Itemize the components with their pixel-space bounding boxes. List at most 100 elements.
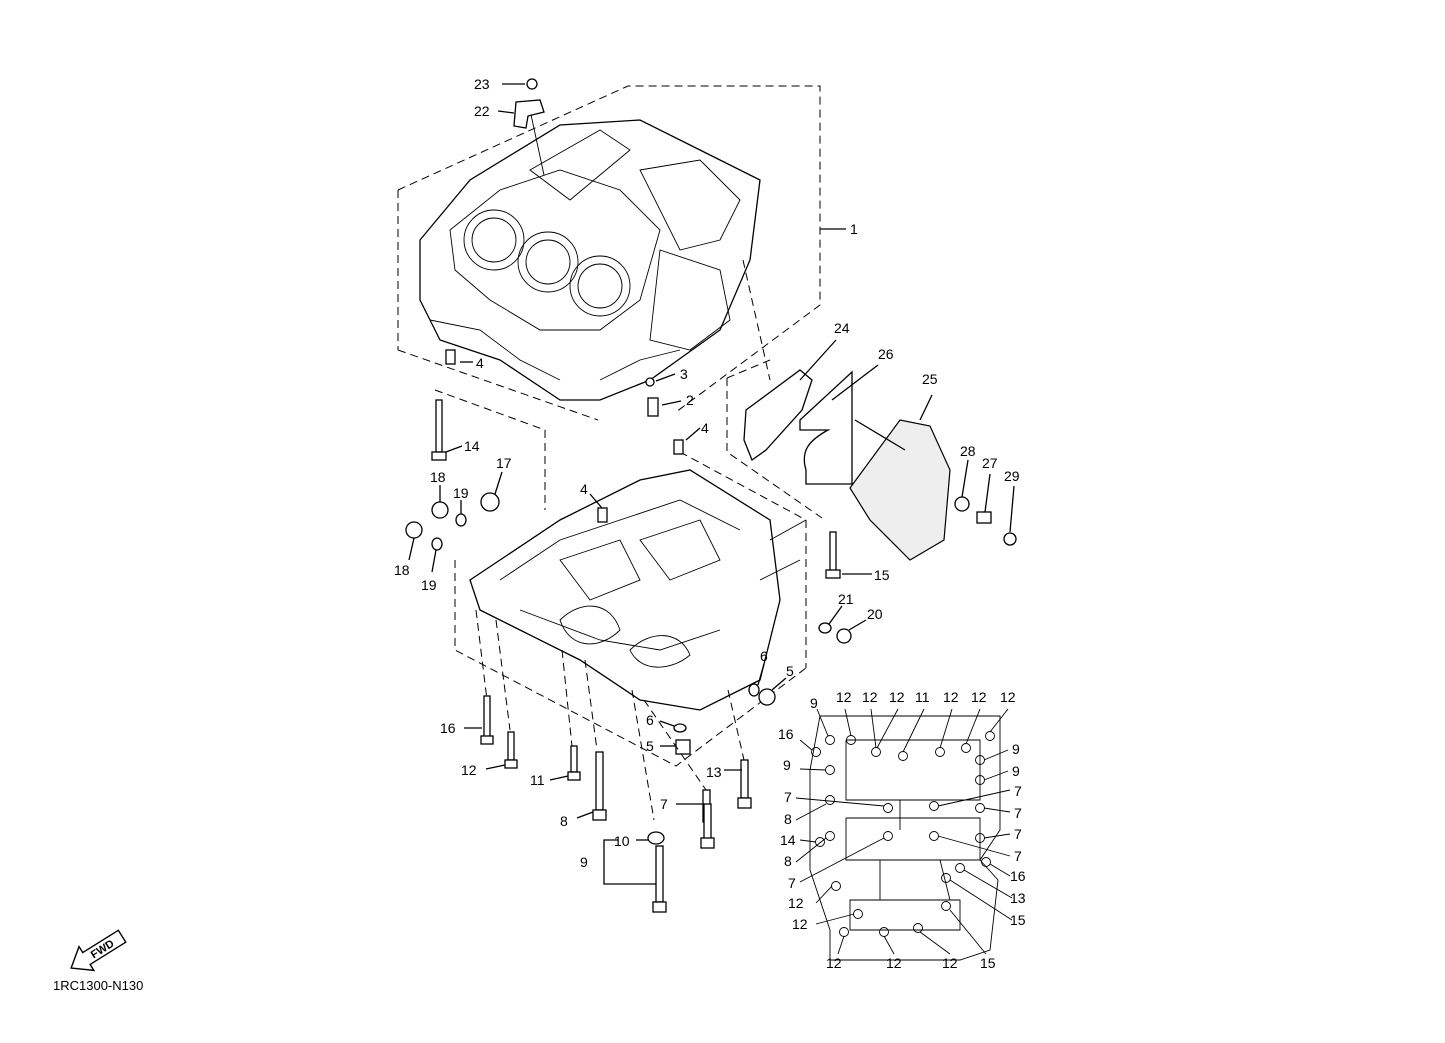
oring-19a	[455, 500, 467, 527]
inset-callout-12f: 12	[1000, 689, 1016, 705]
dowel-pin-4b	[673, 427, 701, 455]
inset-callout-16a: 16	[778, 726, 794, 742]
callout-11a: 11	[530, 772, 545, 788]
upper-crankcase	[397, 85, 846, 421]
seal-18b	[405, 521, 423, 561]
callout-19a: 19	[453, 485, 469, 501]
inset-callout-12d: 12	[943, 689, 959, 705]
oring-10-bolt-9	[603, 831, 667, 913]
inset-callout-12j: 12	[886, 955, 902, 971]
inset-callout-12b: 12	[862, 689, 878, 705]
bolt-23	[502, 78, 538, 90]
inset-callout-7e: 7	[1014, 848, 1022, 864]
callout-4c: 4	[580, 481, 588, 497]
inset-callout-7f: 7	[788, 875, 796, 891]
callout-29: 29	[1004, 468, 1020, 484]
bolt-16	[464, 609, 494, 745]
bolt-13	[724, 689, 752, 809]
callout-19b: 19	[421, 577, 437, 593]
callout-26: 26	[878, 346, 894, 362]
seal-17	[480, 471, 503, 512]
callout-20: 20	[867, 606, 883, 622]
inset-callout-12i: 12	[826, 955, 842, 971]
callout-5a: 5	[786, 663, 794, 679]
inset-callout-12k: 12	[942, 955, 958, 971]
seal-6b	[659, 720, 687, 733]
bolt-8	[576, 659, 607, 821]
callout-8a: 8	[560, 813, 568, 829]
callout-25: 25	[922, 371, 938, 387]
inset-callout-12a: 12	[836, 689, 852, 705]
inset-callout-7d: 7	[1014, 826, 1022, 842]
callout-10: 10	[614, 833, 630, 849]
fwd-arrow-icon: FWD	[70, 929, 127, 972]
inset-callout-7c: 7	[1014, 805, 1022, 821]
callout-4b: 4	[701, 420, 709, 436]
inset-callout-12c: 12	[889, 689, 905, 705]
diagram-code: 1RC1300-N130	[53, 978, 143, 993]
callout-7a: 7	[660, 796, 668, 812]
callout-27: 27	[982, 455, 998, 471]
callout-6a: 6	[760, 648, 768, 664]
callout-15a: 15	[874, 567, 890, 583]
inset-callout-12h: 12	[792, 916, 808, 932]
dowel-pin-4a	[445, 349, 473, 365]
cover-group	[726, 259, 1017, 561]
inset-callout-15b: 15	[980, 955, 996, 971]
oring-3	[645, 373, 676, 387]
callout-24: 24	[834, 320, 850, 336]
bolt-11	[549, 649, 581, 781]
bolt-12	[485, 619, 518, 770]
callout-3: 3	[680, 366, 688, 382]
callout-4a: 4	[476, 355, 484, 371]
seal-18a	[431, 485, 449, 519]
bolt-14-top	[431, 399, 463, 461]
washer-21	[818, 605, 843, 634]
inset-callout-9a: 9	[810, 695, 818, 711]
inset-callout-12e: 12	[971, 689, 987, 705]
callout-22: 22	[474, 103, 490, 119]
plug-20	[836, 619, 867, 644]
callout-1: 1	[850, 221, 858, 237]
callout-16a: 16	[440, 720, 456, 736]
bolt-9	[643, 699, 715, 849]
bolt-layout-inset	[795, 708, 1013, 961]
callout-12a: 12	[461, 762, 477, 778]
callout-9a: 9	[580, 854, 588, 870]
plug-5b	[660, 739, 691, 755]
callout-18b: 18	[394, 562, 410, 578]
plug-2	[647, 397, 682, 417]
inset-callout-12g: 12	[788, 895, 804, 911]
inset-callout-7b: 7	[1014, 783, 1022, 799]
callout-17: 17	[496, 455, 512, 471]
inset-callout-8a: 8	[784, 811, 792, 827]
dowel-pin-4c	[589, 493, 608, 523]
callout-21: 21	[838, 591, 854, 607]
callout-2: 2	[686, 392, 694, 408]
inset-callout-13: 13	[1010, 890, 1026, 906]
callout-23: 23	[474, 76, 490, 92]
callout-28: 28	[960, 443, 976, 459]
inset-callout-9c: 9	[783, 757, 791, 773]
seal-6a	[748, 663, 765, 697]
callout-5b: 5	[646, 738, 654, 754]
callout-13a: 13	[706, 764, 722, 780]
inset-callout-15a: 15	[1010, 912, 1026, 928]
inset-callout-16b: 16	[1010, 868, 1026, 884]
oring-19b	[431, 537, 443, 573]
inset-callout-7a: 7	[784, 789, 792, 805]
plug-5a	[758, 677, 787, 706]
callout-18a: 18	[430, 469, 446, 485]
bracket-22	[497, 99, 545, 129]
callout-14a: 14	[464, 438, 480, 454]
lower-crankcase	[434, 389, 807, 767]
inset-callout-9d: 9	[1012, 763, 1020, 779]
inset-callout-11: 11	[915, 689, 930, 705]
bolt-15-side	[825, 531, 872, 579]
inset-callout-14: 14	[780, 832, 796, 848]
callout-labels: 23 22 1 4 3 2 24 26 25 28 27 29 4 14 17 …	[394, 76, 1026, 971]
callout-6b: 6	[646, 712, 654, 728]
inset-callout-8b: 8	[784, 853, 792, 869]
inset-callout-9b: 9	[1012, 741, 1020, 757]
